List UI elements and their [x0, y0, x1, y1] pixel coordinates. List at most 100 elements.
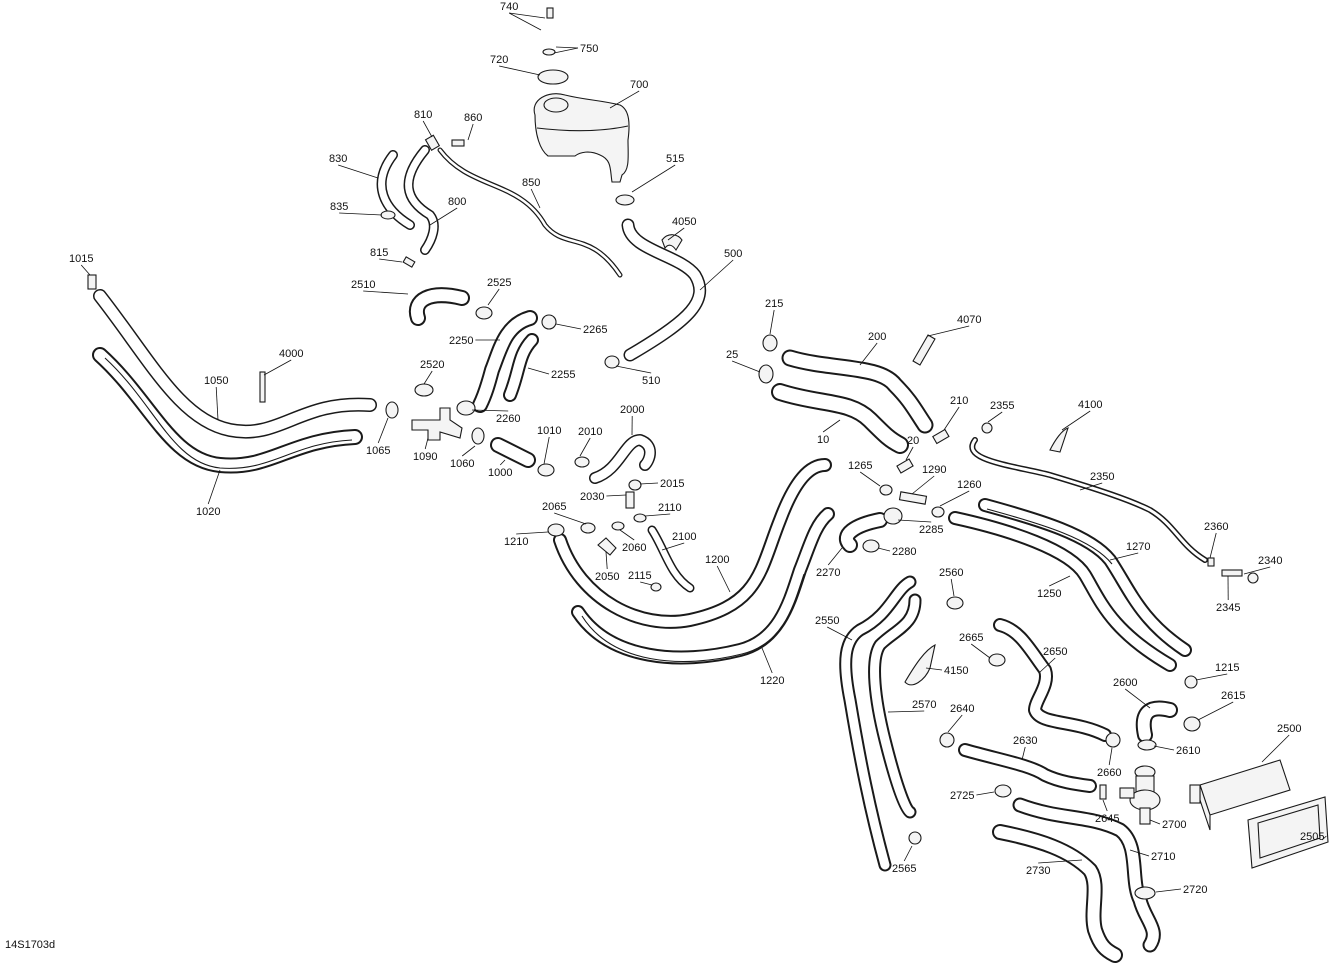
reservoir-neck-700 [543, 97, 569, 113]
part-label-210: 210 [950, 395, 968, 407]
thermostat-housing-2700 [1119, 765, 1161, 825]
part-label-25: 25 [726, 349, 738, 361]
leader-line-2630 [1021, 746, 1026, 761]
leader-line-800 [429, 207, 458, 226]
leader-line-830 [338, 164, 379, 179]
clamp-510 [604, 355, 620, 369]
leader-line-2100 [661, 542, 685, 551]
part-label-2560: 2560 [939, 567, 963, 579]
hose-2100 [647, 525, 695, 593]
part-label-2000: 2000 [620, 404, 644, 416]
part-label-1260: 1260 [957, 479, 981, 491]
part-label-2610: 2610 [1176, 745, 1200, 757]
leader-line-2270 [827, 547, 843, 566]
clamp-2615 [1183, 716, 1201, 732]
part-label-2250: 2250 [449, 335, 473, 347]
leader-line-860 [467, 123, 474, 141]
leader-line-2500 [1261, 734, 1290, 763]
leader-line-515 [631, 164, 676, 193]
part-label-2565: 2565 [892, 863, 916, 875]
clamp-1210 [547, 523, 565, 537]
part-label-1090: 1090 [413, 451, 437, 463]
leader-line-2600 [1124, 688, 1151, 709]
part-label-2665: 2665 [959, 632, 983, 644]
leader-line-500 [699, 259, 734, 291]
leader-line-750 [553, 47, 579, 54]
part-label-2720: 2720 [1183, 884, 1207, 896]
washer-750 [542, 48, 556, 56]
leader-line-815 [379, 258, 403, 263]
fitting-1290 [898, 491, 928, 505]
leader-line-2615 [1197, 701, 1234, 721]
hose-200 [781, 349, 934, 434]
clamp-2110 [633, 513, 647, 523]
part-label-2600: 2600 [1113, 677, 1137, 689]
leader-line-2730 [1038, 859, 1083, 864]
nut-1265 [879, 484, 893, 496]
leader-line-2350 [1079, 482, 1103, 491]
hose-500 [621, 218, 707, 362]
clamp-2285 [883, 507, 903, 525]
part-label-2730: 2730 [1026, 865, 1050, 877]
part-label-2520: 2520 [420, 359, 444, 371]
leader-line-1010 [543, 436, 550, 465]
part-label-1220: 1220 [760, 675, 784, 687]
clamp-2665 [988, 653, 1006, 667]
fitting-2645 [1099, 784, 1107, 800]
part-label-4050: 4050 [672, 216, 696, 228]
leader-line-1015 [80, 264, 91, 276]
part-label-1060: 1060 [450, 458, 474, 470]
part-label-2340: 2340 [1258, 555, 1282, 567]
clamp-2560 [946, 596, 964, 610]
clamp-2060 [611, 521, 625, 531]
hose-1020 [92, 347, 363, 474]
part-label-1210: 1210 [504, 536, 528, 548]
leader-line-2650 [1039, 657, 1056, 673]
leader-line-2610 [1153, 745, 1175, 751]
part-label-2280: 2280 [892, 546, 916, 558]
part-label-500: 500 [724, 248, 742, 260]
part-label-1000: 1000 [488, 467, 512, 479]
part-label-2010: 2010 [578, 426, 602, 438]
hose-1220 [571, 507, 835, 665]
clamp-2115 [650, 582, 662, 592]
leader-line-2700 [1149, 819, 1161, 825]
leader-line-2255 [527, 367, 550, 375]
hose-800 [403, 145, 439, 255]
part-label-2570: 2570 [912, 699, 936, 711]
part-label-200: 200 [868, 331, 886, 343]
hose-2650 [993, 618, 1112, 742]
clip-4050 [661, 234, 683, 252]
leader-line-1210 [516, 531, 549, 535]
part-label-830: 830 [329, 153, 347, 165]
leader-line-720 [499, 65, 541, 76]
leader-line-2010 [579, 437, 591, 457]
part-label-20: 20 [907, 435, 919, 447]
strap-4000 [259, 371, 266, 403]
leader-line-1270 [1109, 552, 1139, 561]
hose-group [92, 145, 1208, 963]
leader-line-1260 [939, 490, 970, 507]
part-label-4000: 4000 [279, 348, 303, 360]
clamp-2280 [862, 539, 880, 553]
leader-line-1060 [461, 445, 476, 457]
hose-2350 [969, 437, 1208, 563]
clamp-2065 [580, 522, 596, 534]
leader-line-2265 [555, 323, 582, 330]
hose-2710 [1012, 797, 1161, 953]
part-label-2615: 2615 [1221, 690, 1245, 702]
part-label-2700: 2700 [1162, 819, 1186, 831]
part-label-2550: 2550 [815, 615, 839, 627]
part-label-1015: 1015 [69, 253, 93, 265]
leader-line-2665 [970, 643, 991, 659]
part-label-515: 515 [666, 153, 684, 165]
clamp-1065 [385, 401, 399, 419]
hose-850 [437, 147, 623, 278]
part-label-2710: 2710 [1151, 851, 1175, 863]
leader-line-2260 [471, 409, 509, 412]
part-label-1250: 1250 [1037, 588, 1061, 600]
leader-line-4070 [927, 325, 970, 337]
connector-860 [451, 139, 465, 147]
fitting-2030 [625, 491, 635, 509]
part-label-2115: 2115 [628, 570, 652, 582]
